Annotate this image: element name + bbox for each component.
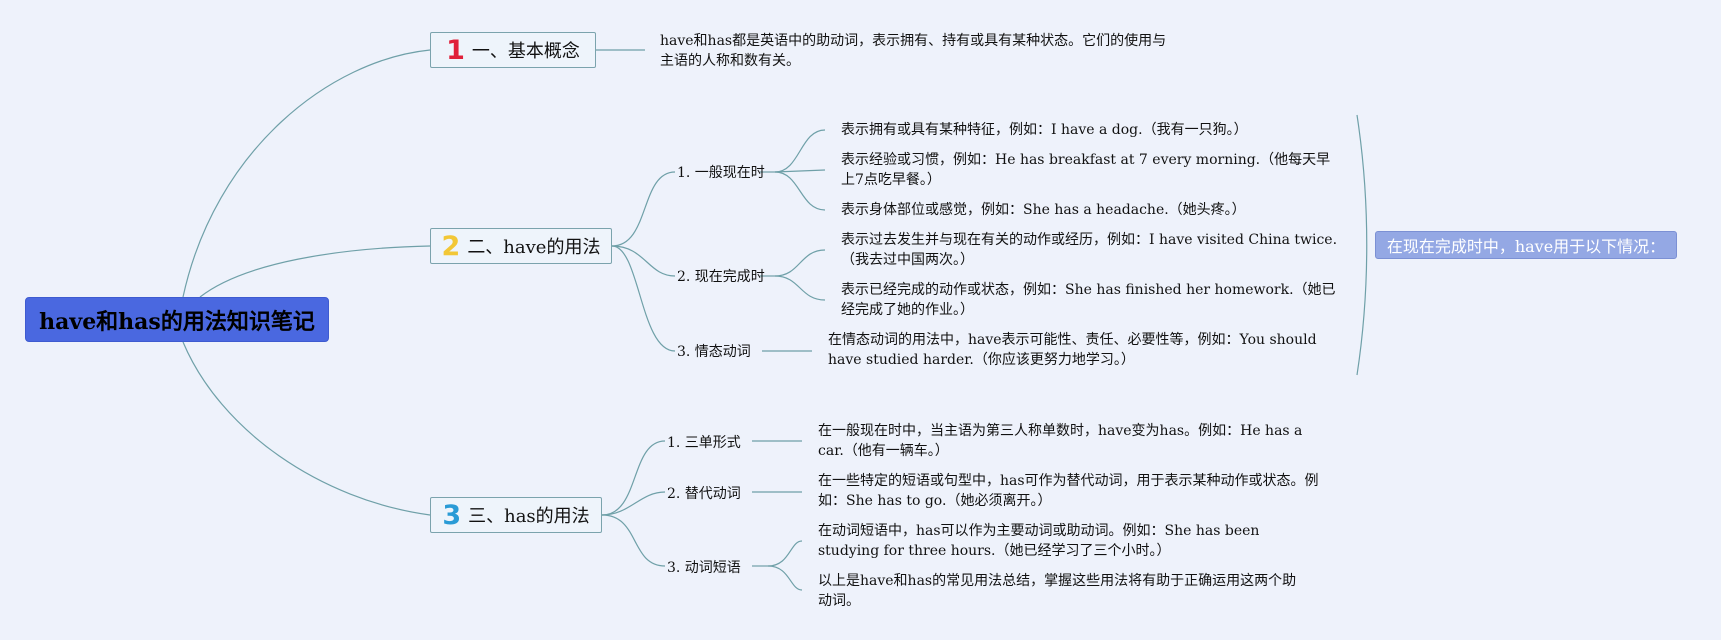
leaf-simple-present-2: 表示经验或习惯，例如：He has breakfast at 7 every m… [841, 152, 1331, 188]
root-topic[interactable]: have和has的用法知识笔记 [25, 297, 329, 342]
leaf-present-perfect-1: 表示过去发生并与现在有关的动作或经历，例如：I have visited Chi… [841, 232, 1338, 268]
summary-callout[interactable]: 在现在完成时中，have用于以下情况： [1375, 231, 1677, 259]
branch-label: 二、have的用法 [467, 237, 601, 258]
leaf-simple-present-1: 表示拥有或具有某种特征，例如：I have a dog.（我有一只狗。） [841, 122, 1248, 138]
leaf-basic-concept: have和has都是英语中的助动词，表示拥有、持有或具有某种状态。它们的使用与主… [660, 33, 1167, 69]
branch-label: 三、has的用法 [468, 506, 590, 527]
sub-simple-present[interactable]: 1. 一般现在时 [677, 165, 765, 181]
branch-have-usage[interactable]: 2 二、have的用法 [430, 228, 612, 264]
number-two-icon: 2 [441, 230, 461, 262]
sub-verb-phrase[interactable]: 3. 动词短语 [667, 560, 741, 576]
root-title: have和has的用法知识笔记 [39, 308, 315, 335]
branch-has-usage[interactable]: 3 三、has的用法 [430, 497, 602, 533]
sub-third-person[interactable]: 1. 三单形式 [667, 435, 741, 451]
branch-basic-concept[interactable]: 1 一、基本概念 [430, 32, 596, 68]
leaf-substitute-verb: 在一些特定的短语或句型中，has可作为替代动词，用于表示某种动作或状态。例如：S… [818, 473, 1319, 509]
leaf-third-person: 在一般现在时中，当主语为第三人称单数时，have变为has。例如：He has … [818, 423, 1303, 459]
leaf-modal-verb: 在情态动词的用法中，have表示可能性、责任、必要性等，例如：You shoul… [828, 332, 1317, 368]
number-one-icon: 1 [446, 34, 465, 66]
sub-present-perfect[interactable]: 2. 现在完成时 [677, 269, 765, 285]
leaf-present-perfect-2: 表示已经完成的动作或状态，例如：She has finished her hom… [841, 282, 1336, 318]
leaf-verb-phrase-2: 以上是have和has的常见用法总结，掌握这些用法将有助于正确运用这两个助动词。 [818, 573, 1297, 609]
leaf-simple-present-3: 表示身体部位或感觉，例如：She has a headache.（她头疼。） [841, 202, 1246, 218]
sub-substitute-verb[interactable]: 2. 替代动词 [667, 486, 741, 502]
summary-label: 在现在完成时中，have用于以下情况： [1386, 237, 1666, 256]
branch-label: 一、基本概念 [471, 41, 580, 62]
number-three-icon: 3 [442, 499, 462, 531]
sub-modal-verb[interactable]: 3. 情态动词 [677, 344, 751, 360]
leaf-verb-phrase-1: 在动词短语中，has可以作为主要动词或助动词。例如：She has been s… [818, 523, 1260, 559]
